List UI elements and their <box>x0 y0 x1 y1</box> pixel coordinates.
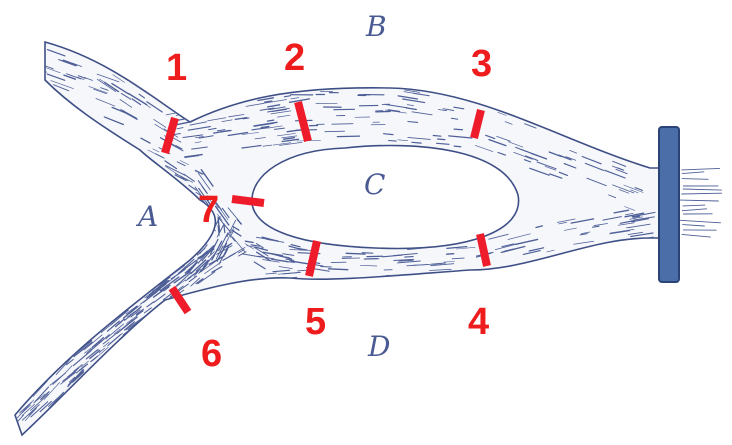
fiber-stroke <box>86 371 101 385</box>
cut-label-2: 2 <box>284 37 305 79</box>
fiber-stroke <box>683 225 705 226</box>
cut-label-4: 4 <box>468 301 489 343</box>
fiber-stroke <box>135 339 141 344</box>
fiber-stroke <box>405 257 413 258</box>
fiber-stroke <box>165 326 171 330</box>
fiber-stroke <box>175 186 182 191</box>
fiber-stroke <box>34 424 43 433</box>
region-label-d: D <box>367 330 390 363</box>
fiber-stroke <box>433 136 441 137</box>
end-clamp-bar <box>659 127 679 282</box>
fiber-stroke <box>682 168 720 170</box>
fiber-stroke <box>218 292 240 299</box>
fiber-stroke <box>232 291 252 298</box>
fiber-stroke <box>362 253 373 254</box>
fiber-stroke <box>682 234 710 237</box>
fiber-stroke <box>61 397 66 402</box>
fiber-stroke <box>136 339 154 354</box>
fiber-stroke <box>193 300 200 305</box>
fiber-stroke <box>57 409 70 421</box>
fiber-stroke <box>346 253 365 254</box>
fiber-stroke <box>29 386 35 392</box>
fiber-stroke <box>198 302 219 309</box>
fiber-stroke <box>215 106 222 107</box>
fiber-stroke <box>299 285 311 286</box>
fiber-stroke <box>208 296 226 302</box>
fiber-stroke <box>253 91 276 95</box>
fiber-stroke <box>325 131 345 132</box>
fiber-stroke <box>68 398 80 409</box>
fiber-stroke <box>412 142 421 143</box>
fiber-stroke <box>167 310 173 313</box>
fiber-stroke <box>680 200 718 201</box>
region-label-c: C <box>364 168 385 201</box>
fiber-stroke <box>680 220 720 223</box>
fiber-stroke <box>153 330 163 336</box>
fiber-stroke <box>337 136 359 137</box>
fiber-stroke <box>447 254 454 255</box>
cut-marker-7 <box>232 199 264 203</box>
fiber-stroke <box>218 300 233 305</box>
region-label-b: B <box>365 10 387 43</box>
fiber-stroke <box>69 402 79 411</box>
fiber-stroke <box>220 294 228 297</box>
fiber-stroke <box>438 139 445 140</box>
fiber-stroke <box>203 101 210 102</box>
fiber-stroke <box>329 269 348 270</box>
fiber-stroke <box>682 179 708 180</box>
fiber-stroke <box>170 308 183 316</box>
fiber-stroke <box>321 267 332 268</box>
cut-label-5: 5 <box>305 301 326 343</box>
fiber-stroke <box>245 284 254 287</box>
fiber-stroke <box>58 412 65 418</box>
frayed-end-fibers <box>680 168 721 237</box>
fiber-stroke <box>34 426 51 442</box>
fiber-stroke <box>27 381 33 386</box>
fiber-stroke <box>144 327 159 339</box>
fiber-stroke <box>154 323 168 332</box>
fiber-stroke <box>168 306 174 310</box>
region-label-a: A <box>135 200 158 233</box>
fiber-stroke <box>141 321 156 330</box>
fiber-stroke <box>95 374 104 382</box>
fiber-stroke <box>74 395 81 401</box>
fiber-stroke <box>454 129 462 130</box>
fiber-stroke <box>682 172 704 174</box>
cut-label-3: 3 <box>471 43 492 85</box>
fiber-stroke <box>682 193 722 194</box>
cut-label-6: 6 <box>201 333 222 375</box>
fiber-stroke <box>332 124 353 125</box>
fiber-stroke <box>144 321 152 326</box>
fiber-stroke <box>231 289 238 291</box>
fiber-stroke <box>118 349 127 356</box>
fiber-stroke <box>158 305 165 310</box>
fiber-stroke <box>220 297 241 304</box>
fiber-stroke <box>224 298 236 302</box>
fiber-stroke <box>160 307 178 318</box>
fiber-stroke <box>182 317 194 324</box>
cut-label-1: 1 <box>166 47 187 89</box>
fiber-band <box>15 42 665 435</box>
fiber-stroke <box>160 326 171 333</box>
fiber-stroke <box>254 288 261 290</box>
fiber-stroke <box>134 330 146 340</box>
fiber-stroke <box>454 146 461 147</box>
cut-label-7: 7 <box>198 189 219 231</box>
fiber-stroke <box>75 342 80 346</box>
fiber-stroke <box>683 205 705 206</box>
fiber-stroke <box>682 209 706 211</box>
fiber-stroke <box>26 381 36 389</box>
fiber-stroke <box>389 141 397 142</box>
fiber-stroke <box>176 312 189 320</box>
fiber-stroke <box>683 189 721 190</box>
fiber-stroke <box>76 392 83 399</box>
fiber-stroke <box>292 287 306 288</box>
fiber-stroke <box>290 86 301 88</box>
fiber-stroke <box>89 386 96 392</box>
fiber-stroke <box>94 363 111 377</box>
